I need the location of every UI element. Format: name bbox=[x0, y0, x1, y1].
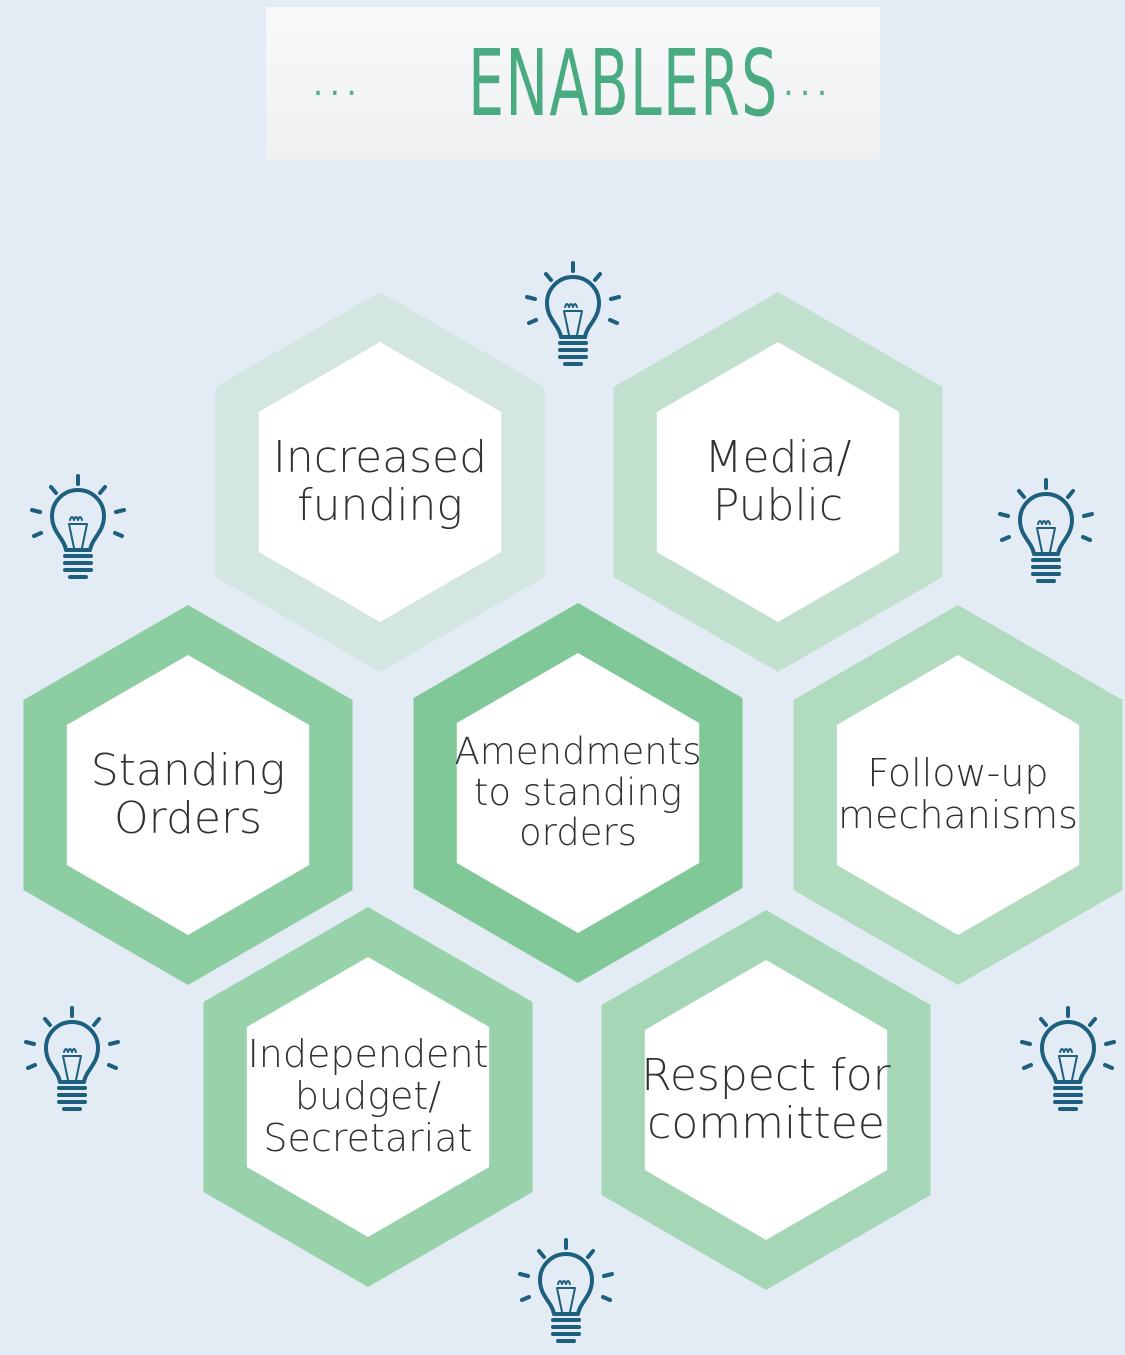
hexagon-core bbox=[246, 957, 490, 1237]
hexagon-core bbox=[836, 655, 1080, 935]
lightbulb-icon bbox=[998, 478, 1094, 583]
hexagon-label: Amendments to standing orders bbox=[454, 729, 702, 855]
hexagon-core bbox=[258, 342, 502, 622]
lightbulb-icon bbox=[30, 474, 126, 579]
hexagon-label: Increased funding bbox=[272, 431, 488, 531]
hexagon-label: Independent budget/ Secretariat bbox=[247, 1032, 489, 1160]
hexagon-label: Standing Orders bbox=[90, 744, 286, 844]
title-left-dots: ... bbox=[312, 64, 363, 104]
hexagon-core bbox=[66, 655, 310, 935]
lightbulb-icon bbox=[525, 261, 621, 366]
title-right-dots: ... bbox=[783, 64, 834, 104]
hexagon-core bbox=[456, 653, 700, 933]
hexagon-label: Respect for committee bbox=[641, 1049, 891, 1149]
lightbulb-icon bbox=[1020, 1006, 1116, 1111]
hexagon-core bbox=[656, 342, 900, 622]
lightbulb-icon bbox=[518, 1238, 614, 1343]
lightbulb-icon bbox=[24, 1006, 120, 1111]
page-title: ENABLERS bbox=[468, 30, 779, 137]
hexagon-core bbox=[644, 960, 888, 1240]
hexagon-label: Media/ Public bbox=[704, 431, 852, 531]
title-banner: ... ENABLERS ... bbox=[266, 7, 880, 161]
hexagon-label: Follow-up mechanisms bbox=[838, 751, 1078, 837]
